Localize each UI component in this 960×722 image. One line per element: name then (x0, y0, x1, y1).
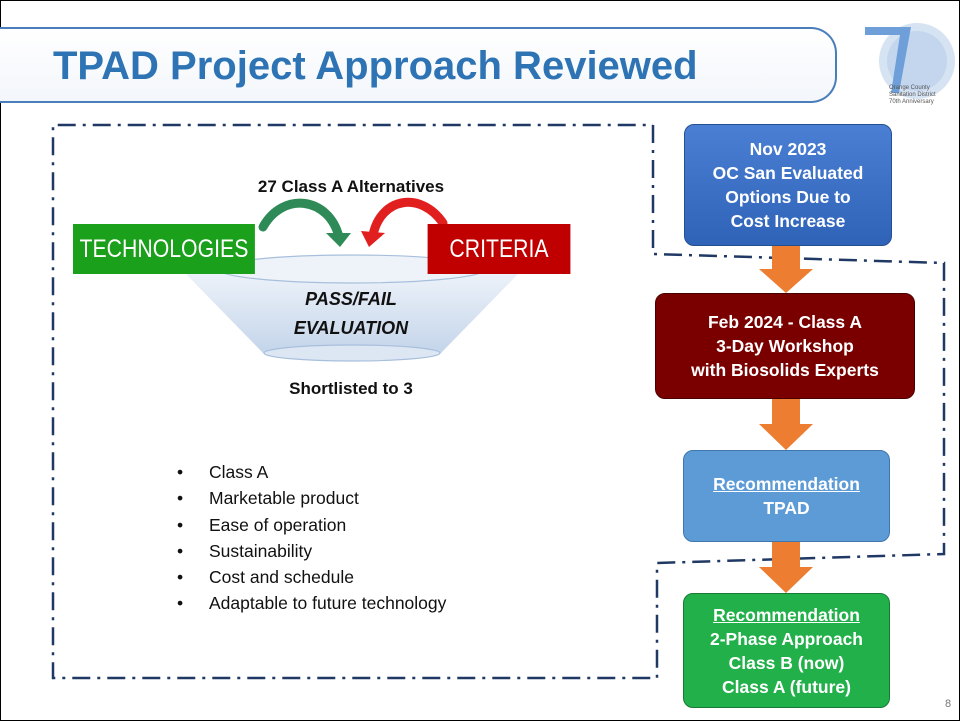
funnel-bottom-rim (263, 344, 441, 362)
list-item: Cost and schedule (177, 564, 446, 590)
feb-2024-workshop-box: Feb 2024 - Class A 3-Day Workshop with B… (655, 293, 915, 399)
technologies-box: TECHNOLOGIES (73, 224, 255, 274)
page-number: 8 (945, 698, 952, 710)
criteria-box: CRITERIA (427, 224, 571, 274)
red-curved-arrow (368, 197, 448, 240)
logo-70-icon (865, 23, 955, 99)
green-curved-arrow (258, 198, 344, 242)
logo-caption: Orange County Sanitation District 70th A… (889, 85, 936, 105)
green-arrow-head (326, 233, 351, 247)
left-dashdot-outline (51, 123, 946, 680)
nov-2023-box: Nov 2023 OC San Evaluated Options Due to… (684, 124, 892, 246)
pass-fail-evaluation-label: PASS/FAIL EVALUATION (293, 289, 409, 338)
recommendation-two-phase-box: Recommendation 2-Phase Approach Class B … (683, 593, 890, 708)
list-item: Adaptable to future technology (177, 590, 446, 616)
list-item: Sustainability (177, 538, 446, 564)
red-arrow-head (361, 231, 385, 247)
criteria-list: Class A Marketable product Ease of opera… (177, 459, 446, 617)
list-item: Marketable product (177, 485, 446, 511)
list-item: Class A (177, 459, 446, 485)
recommendation-tpad-box: Recommendation TPAD (683, 450, 890, 542)
title-banner (0, 27, 837, 103)
list-item: Ease of operation (177, 512, 446, 538)
alternatives-label: 27 Class A Alternatives (257, 177, 445, 196)
flow-arrow-3 (759, 542, 813, 593)
funnel-shape (183, 271, 521, 353)
shortlisted-label: Shortlisted to 3 (289, 379, 413, 398)
flow-arrow-1 (759, 246, 813, 293)
flow-arrow-2 (759, 399, 813, 450)
slide-title: TPAD Project Approach Reviewed (53, 44, 698, 88)
